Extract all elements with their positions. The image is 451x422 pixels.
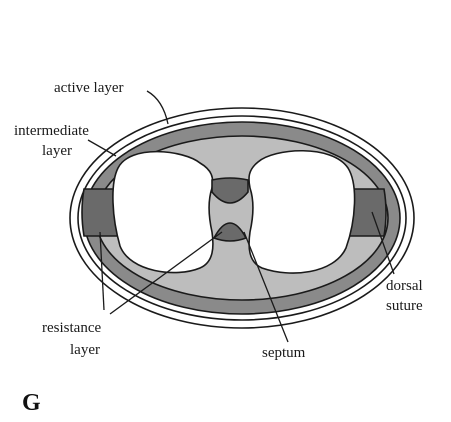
- left-locule: [113, 152, 213, 273]
- active-layer-label: active layer: [54, 80, 124, 96]
- intermediate-layer-label-line1: intermediate: [14, 123, 89, 139]
- resistance-layer-label-line2: layer: [70, 342, 100, 358]
- dorsal-suture-label-line2: suture: [386, 298, 423, 314]
- resistance-layer-label-line1: resistance: [42, 320, 101, 336]
- septum-label: septum: [262, 345, 306, 361]
- right-locule: [249, 151, 355, 273]
- panel-letter: G: [22, 390, 41, 416]
- intermediate-layer-label-line2: layer: [42, 143, 72, 159]
- dorsal-suture-label-line1: dorsal: [386, 278, 423, 294]
